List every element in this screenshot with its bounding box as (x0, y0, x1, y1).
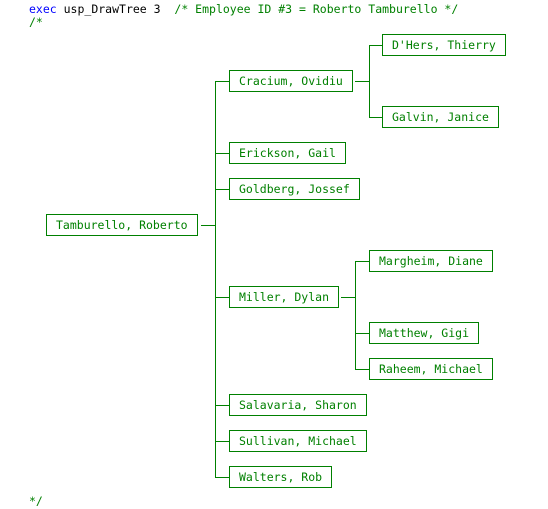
root-employee-node: Tamburello, Roberto (46, 214, 198, 236)
employee-node-dhers: D'Hers, Thierry (382, 34, 506, 56)
employee-node-galvin: Galvin, Janice (382, 106, 499, 128)
employee-node-margheim: Margheim, Diane (369, 250, 493, 272)
employee-node-erickson: Erickson, Gail (229, 142, 346, 164)
employee-node-goldberg: Goldberg, Jossef (229, 178, 360, 200)
exec-keyword: exec (29, 2, 57, 16)
employee-node-miller: Miller, Dylan (229, 286, 340, 308)
employee-node-salavaria: Salavaria, Sharon (229, 394, 367, 416)
employee-node-raheem: Raheem, Michael (369, 358, 493, 380)
employee-node-matthew: Matthew, Gigi (369, 322, 480, 344)
comment-open: /* (29, 15, 43, 29)
comment-close: */ (29, 494, 43, 508)
employee-node-sullivan: Sullivan, Michael (229, 430, 367, 452)
employee-comment: /* Employee ID #3 = Roberto Tamburello *… (174, 2, 459, 16)
employee-node-cracium: Cracium, Ovidiu (229, 70, 353, 92)
procedure-call: usp_DrawTree 3 (56, 2, 175, 16)
sql-exec-line[interactable]: exec usp_DrawTree 3 /* Employee ID #3 = … (29, 3, 458, 16)
employee-node-walters: Walters, Rob (229, 466, 333, 488)
